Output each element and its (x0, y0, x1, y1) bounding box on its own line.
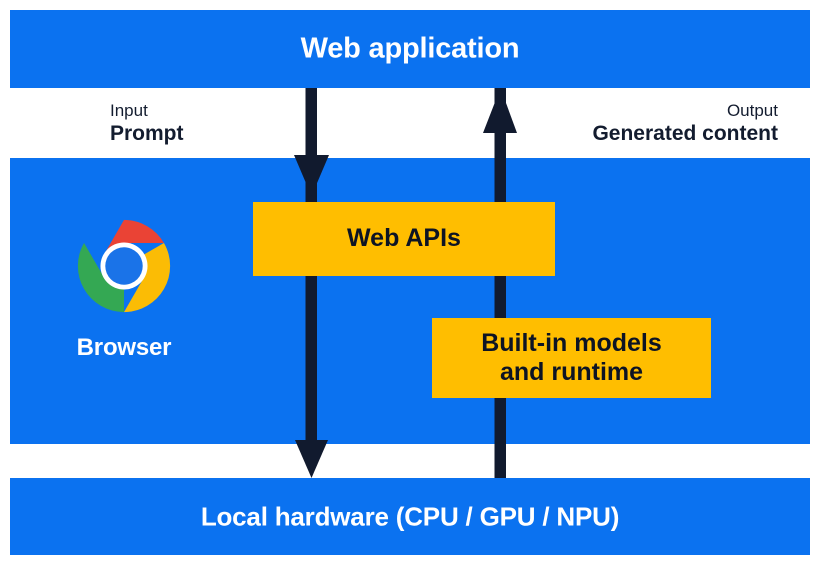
chrome-logo (77, 219, 171, 313)
caption-input-value: Prompt (110, 122, 184, 146)
browser-block: Browser (54, 218, 194, 362)
band-local-hardware: Local hardware (CPU / GPU / NPU) (10, 478, 810, 555)
caption-input: Input Prompt (110, 100, 184, 148)
band-local-hardware-label: Local hardware (CPU / GPU / NPU) (200, 501, 620, 531)
caption-output-kind: Output (726, 101, 778, 120)
box-builtin-models-line2: and runtime (499, 358, 644, 386)
caption-output: Output Generated content (592, 100, 778, 148)
caption-input-kind: Input (110, 101, 148, 120)
browser-label: Browser (76, 334, 172, 361)
box-builtin-models[interactable]: Built-in models and runtime (432, 318, 711, 398)
input-arrow (294, 88, 329, 478)
box-builtin-models-line1: Built-in models (481, 328, 662, 357)
box-web-apis-label: Web APIs (347, 224, 461, 253)
caption-output-value: Generated content (592, 122, 778, 146)
band-web-application-label: Web application (300, 32, 520, 65)
box-web-apis[interactable]: Web APIs (253, 202, 555, 276)
band-web-application: Web application (10, 10, 810, 88)
box-builtin-models-label: Built-in models and runtime (481, 329, 662, 388)
output-arrow (483, 88, 517, 478)
